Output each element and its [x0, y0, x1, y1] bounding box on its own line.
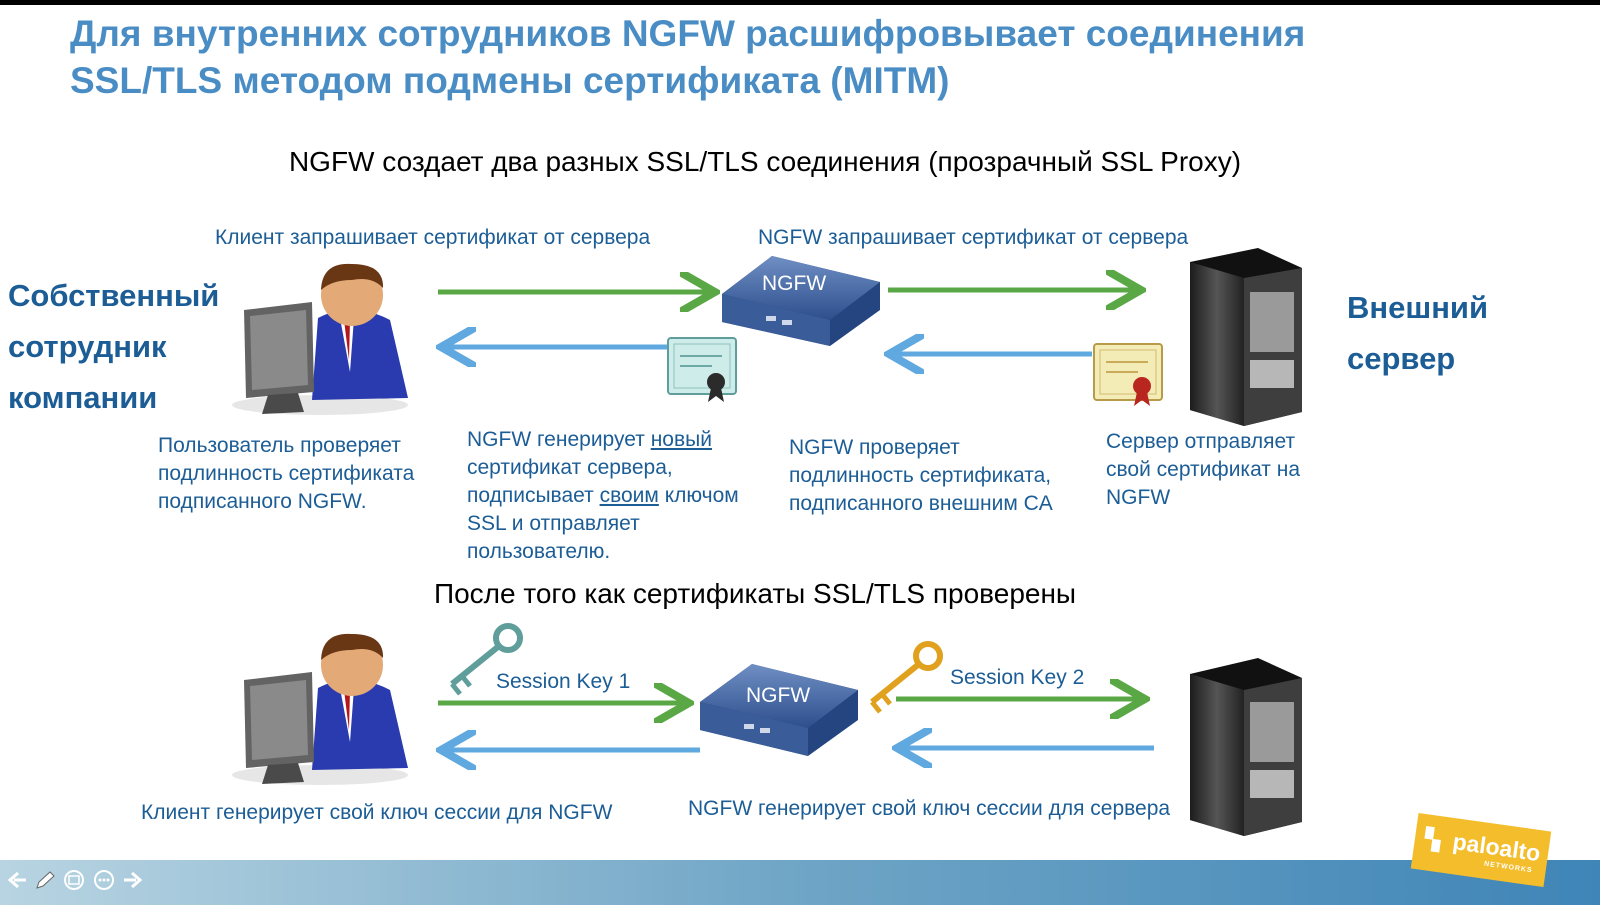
subtitle-bottom: После того как сертификаты SSL/TLS прове…: [433, 578, 1077, 609]
title-line-1: Для внутренних сотрудников NGFW расшифро…: [70, 13, 1306, 54]
arrow-left-icon[interactable]: [6, 870, 28, 895]
ngfw-generates-line-3: подписывает своим ключом: [467, 482, 739, 510]
user-verifies-line-3: подписанного NGFW.: [158, 490, 367, 513]
caption-ngfw-verifies: NGFW проверяет подлинность сертификата, …: [789, 434, 1053, 518]
logo-mark-icon: ▚: [1423, 828, 1442, 853]
certificate-icon-ngfw: [667, 337, 737, 402]
ngfw-label-bottom: NGFW: [746, 684, 810, 707]
caption-user-verifies: Пользователь проверяет подлинность серти…: [158, 432, 414, 516]
left-label-line-3: компании: [8, 380, 158, 415]
logo-text: paloalto: [1451, 828, 1543, 867]
left-label: Собственный сотрудник компании: [8, 270, 219, 423]
footer-bar: [0, 860, 1600, 905]
caption-client-session-key: Клиент генерирует свой ключ сессии для N…: [141, 801, 613, 824]
certificate-icon-server: [1093, 343, 1163, 406]
title-line-2: SSL/TLS методом подмены сертификата (MIT…: [70, 60, 950, 101]
ngfw-generates-line-5: пользователю.: [467, 540, 611, 563]
left-label-line-1: Собственный: [8, 278, 220, 313]
underlined-own: своим: [599, 484, 659, 507]
underlined-new: новый: [650, 428, 712, 451]
right-label-line-1: Внешний: [1347, 290, 1489, 325]
ngfw-verifies-line-2: подлинность сертификата,: [789, 464, 1052, 487]
session-key-1-label: Session Key 1: [496, 670, 631, 693]
ngfw-generates-line-2: сертификат сервера,: [467, 456, 673, 479]
slides-icon[interactable]: [62, 870, 86, 895]
user-verifies-line-1: Пользователь проверяет: [158, 434, 401, 457]
top-border: [0, 0, 1600, 5]
user-computer-icon-top: [232, 263, 408, 415]
key-icon-session-2: [870, 641, 943, 714]
ngfw-generates-text: NGFW генерирует: [467, 428, 651, 451]
caption-ngfw-session-key: NGFW генерирует свой ключ сессии для сер…: [688, 797, 1171, 820]
server-icon-top: [1190, 248, 1302, 426]
server-sends-line-1: Сервер отправляет: [1106, 430, 1296, 453]
pen-icon[interactable]: [34, 870, 56, 895]
ngfw-generates-line-1: NGFW генерирует новый: [467, 426, 739, 454]
right-label-line-2: сервер: [1347, 341, 1456, 376]
caption-client-request: Клиент запрашивает сертификат от сервера: [215, 226, 651, 249]
left-label-line-2: сотрудник: [8, 329, 167, 364]
server-sends-line-3: NGFW: [1106, 486, 1171, 509]
ngfw-device-icon-bottom: [700, 664, 858, 756]
user-computer-icon-bottom: [232, 633, 408, 785]
signs-text: подписывает: [467, 484, 600, 507]
caption-server-sends: Сервер отправляет свой сертификат на NGF…: [1106, 428, 1300, 512]
arrow-right-icon[interactable]: [122, 870, 146, 895]
key-icon-session-1: [450, 623, 523, 696]
ngfw-label-top: NGFW: [762, 272, 826, 295]
caption-ngfw-request: NGFW запрашивает сертификат от сервера: [758, 226, 1189, 249]
server-icon-bottom: [1190, 658, 1302, 836]
server-sends-line-2: свой сертификат на: [1106, 458, 1301, 481]
user-verifies-line-2: подлинность сертификата: [158, 462, 415, 485]
ngfw-verifies-line-1: NGFW проверяет: [789, 436, 960, 459]
session-key-2-label: Session Key 2: [950, 666, 1085, 689]
key-text: ключом: [658, 484, 739, 507]
ngfw-device-icon-top: [722, 256, 880, 346]
right-label: Внешний сервер: [1347, 282, 1488, 384]
ngfw-generates-line-4: SSL и отправляет: [467, 512, 640, 535]
caption-ngfw-generates: NGFW генерирует новый сертификат сервера…: [467, 426, 739, 566]
ngfw-verifies-line-3: подписанного внешним CA: [789, 492, 1053, 515]
slide-title: Для внутренних сотрудников NGFW расшифро…: [70, 10, 1530, 104]
more-icon[interactable]: [92, 870, 116, 895]
subtitle-top: NGFW создает два разных SSL/TLS соединен…: [288, 146, 1242, 177]
